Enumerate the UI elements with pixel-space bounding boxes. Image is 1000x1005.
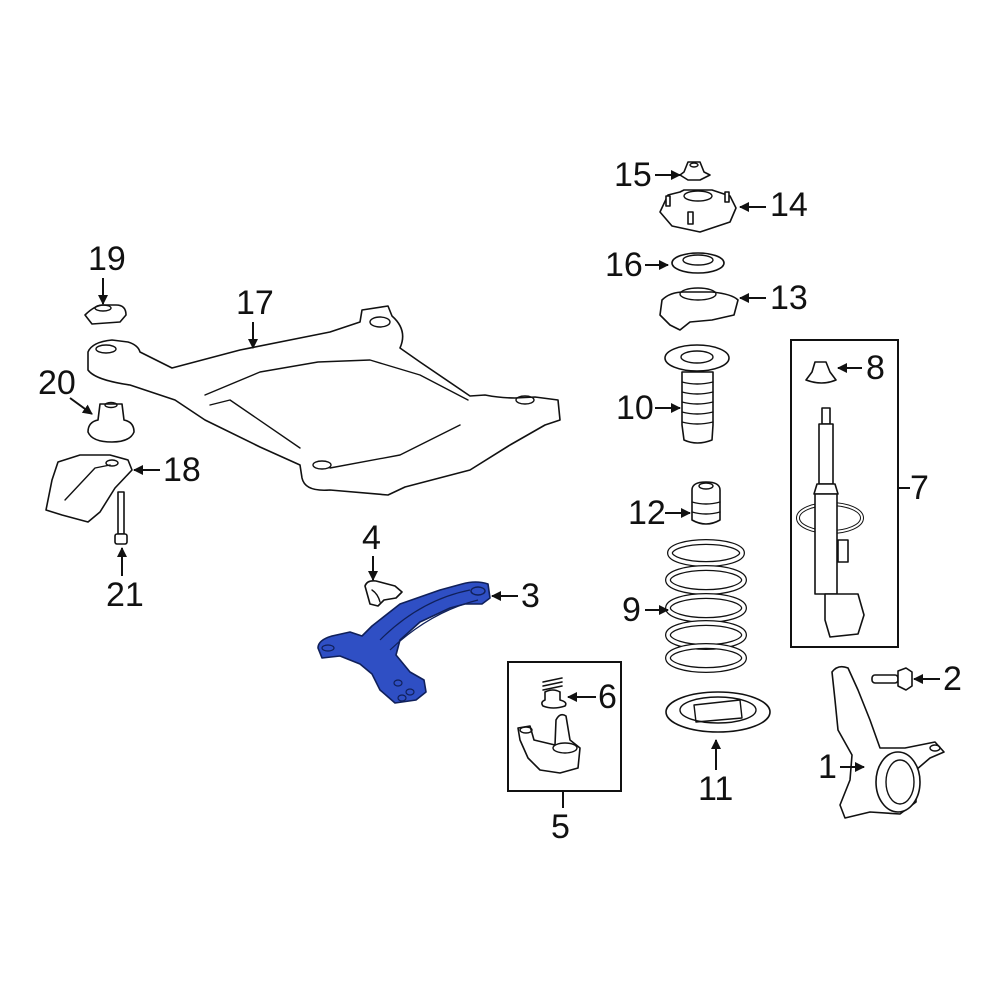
part-8-strut-nut[interactable] <box>805 361 837 384</box>
callout-14: 14 <box>770 186 808 224</box>
callout-15: 15 <box>614 156 652 194</box>
part-2-bolt[interactable] <box>871 667 913 691</box>
part-11-lower-insulator[interactable] <box>665 691 771 733</box>
part-5-group-box <box>507 661 622 792</box>
part-6-nut-cotter[interactable] <box>541 677 567 709</box>
part-7-strut-assembly[interactable] <box>796 407 865 638</box>
part-21-bolt[interactable] <box>114 491 128 545</box>
part-3-lower-control-arm[interactable] <box>317 581 491 704</box>
part-15-nut[interactable] <box>679 161 711 181</box>
callout-7: 7 <box>910 469 929 507</box>
part-10-strut-boot[interactable] <box>664 344 730 444</box>
part-20-bushing[interactable] <box>87 401 135 443</box>
callout-18: 18 <box>163 451 201 489</box>
leader-lines <box>69 170 940 808</box>
part-1-steering-knuckle[interactable] <box>831 665 945 819</box>
part-17-subframe[interactable] <box>87 305 561 496</box>
callout-10: 10 <box>616 389 654 427</box>
callout-6: 6 <box>598 678 617 716</box>
callout-16: 16 <box>605 246 643 284</box>
callout-13: 13 <box>770 279 808 317</box>
callout-8: 8 <box>866 349 885 387</box>
callout-21: 21 <box>106 576 144 614</box>
part-16-bearing[interactable] <box>671 252 725 274</box>
callout-19: 19 <box>88 240 126 278</box>
callout-17: 17 <box>236 284 274 322</box>
part-14-strut-mount[interactable] <box>659 189 737 233</box>
callout-3: 3 <box>521 577 540 615</box>
part-5-ball-joint[interactable] <box>517 713 581 774</box>
callout-20: 20 <box>38 364 76 402</box>
callout-4: 4 <box>362 519 381 557</box>
part-7-group-box <box>790 339 899 648</box>
callout-2: 2 <box>943 660 962 698</box>
callout-9: 9 <box>622 591 641 629</box>
part-12-bump-stop[interactable] <box>691 481 721 525</box>
callout-5: 5 <box>551 808 570 846</box>
callout-1: 1 <box>818 748 837 786</box>
part-19-bushing[interactable] <box>84 304 127 325</box>
part-4-bracket[interactable] <box>364 580 403 607</box>
part-9-coil-spring[interactable] <box>665 539 747 673</box>
part-18-brace[interactable] <box>45 454 133 523</box>
callout-12: 12 <box>628 494 666 532</box>
callout-11: 11 <box>698 770 734 808</box>
part-13-upper-spring-seat[interactable] <box>659 287 739 331</box>
